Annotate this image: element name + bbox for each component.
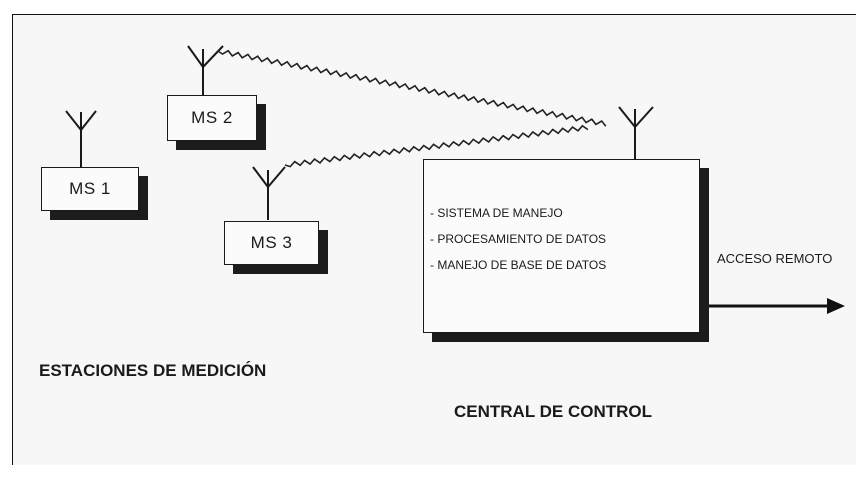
radio-link-ms2-central <box>217 49 607 127</box>
central-item-management: - SISTEMA DE MANEJO <box>430 206 563 220</box>
station-ms3-label: MS 3 <box>250 233 293 252</box>
radio-link-ms3-central <box>284 124 589 168</box>
station-ms3-box: MS 3 <box>224 221 319 265</box>
central-control-box: - SISTEMA DE MANEJO - PROCESAMIENTO DE D… <box>423 159 700 333</box>
central-function-list: - SISTEMA DE MANEJO - PROCESAMIENTO DE D… <box>430 200 606 278</box>
antenna-ms2-icon <box>187 45 224 97</box>
stations-caption: ESTACIONES DE MEDICIÓN <box>39 361 267 380</box>
station-ms2-label: MS 2 <box>191 108 233 127</box>
remote-access-label: ACCESO REMOTO <box>717 251 833 266</box>
station-ms1-box: MS 1 <box>41 167 139 211</box>
central-item-processing: - PROCESAMIENTO DE DATOS <box>430 232 607 246</box>
diagram-canvas: MS 1 MS 2 MS 3 - SISTEMA DE MANEJO - PRO… <box>12 14 856 465</box>
station-ms1-label: MS 1 <box>69 179 111 198</box>
central-caption: CENTRAL DE CONTROL <box>454 402 653 421</box>
central-item-database: - MANEJO DE BASE DE DATOS <box>430 258 607 272</box>
station-ms2-box: MS 2 <box>167 95 257 141</box>
antenna-ms3-icon <box>252 166 286 220</box>
antenna-ms1-icon <box>65 110 97 169</box>
antenna-central-icon <box>618 106 654 160</box>
